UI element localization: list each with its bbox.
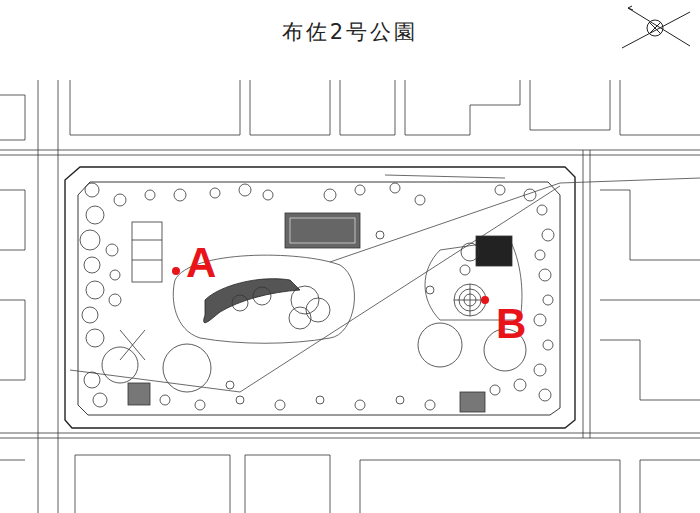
park-boundary — [65, 167, 575, 428]
streets — [0, 80, 700, 513]
buildings — [0, 80, 700, 513]
walk-paths — [70, 175, 700, 392]
trees — [80, 183, 554, 410]
marker-dot — [172, 267, 180, 275]
marker-dot — [481, 296, 489, 304]
point-label: A — [186, 242, 216, 284]
map-title: 布佐2号公園 — [0, 18, 700, 46]
tree-cluster — [232, 286, 330, 329]
structures — [120, 213, 512, 412]
planting-bed — [204, 279, 300, 323]
play-areas — [102, 243, 526, 392]
north-compass — [622, 6, 690, 48]
point-label: B — [496, 303, 526, 345]
